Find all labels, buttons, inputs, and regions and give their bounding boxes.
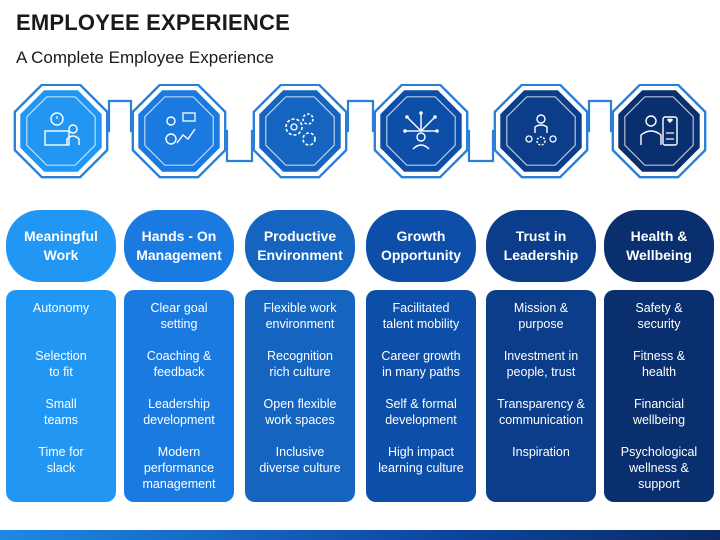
list-item: Career growth in many paths xyxy=(381,349,461,379)
list-item: Safety & security xyxy=(635,301,683,331)
octagon-inner-ring xyxy=(265,96,335,166)
list-item: Financial wellbeing xyxy=(632,397,686,427)
page-subtitle: A Complete Employee Experience xyxy=(16,48,274,67)
octagon-inner-ring xyxy=(26,96,96,166)
connector-line xyxy=(107,99,133,133)
list-item: Self & formal development xyxy=(385,397,457,427)
management-chart-icon xyxy=(165,112,196,145)
list-item: High impact learning culture xyxy=(378,445,464,475)
list-item: Small teams xyxy=(43,397,79,427)
list-item: Clear goal setting xyxy=(150,301,208,331)
team-leader-icon xyxy=(525,114,557,146)
column-heading: Hands - On Management xyxy=(124,210,234,282)
list-item: Psychological wellness & support xyxy=(620,445,698,491)
list-item: Transparency & communication xyxy=(497,397,585,427)
octagon-fill xyxy=(500,90,582,172)
connector-line xyxy=(467,129,495,163)
list-item: Inspiration xyxy=(512,445,570,459)
health-worker-icon xyxy=(640,115,678,146)
connector-line xyxy=(225,129,254,163)
list-item: Coaching & feedback xyxy=(146,349,212,379)
octagon-fill xyxy=(259,90,341,172)
octagon-inner-ring xyxy=(506,96,576,166)
column-heading: Productive Environment xyxy=(245,210,355,282)
list-item: Flexible work environment xyxy=(263,301,337,331)
column-heading: Trust in Leadership xyxy=(486,210,596,282)
list-item: Fitness & health xyxy=(632,349,686,379)
list-item: Modern performance management xyxy=(142,445,216,491)
list-item: Time for slack xyxy=(38,445,84,475)
column-heading: Health & Wellbeing xyxy=(604,210,714,282)
octagon-chain xyxy=(13,84,707,179)
octagon-fill xyxy=(138,90,220,172)
list-item: Investment in people, trust xyxy=(503,349,579,379)
list-item: Open flexible work spaces xyxy=(263,397,337,427)
column-heading: Growth Opportunity xyxy=(366,210,476,282)
list-item: Leadership development xyxy=(143,397,215,427)
octagon-inner-ring xyxy=(624,96,694,166)
desk-worker-icon xyxy=(44,112,80,146)
list-item: Selection to fit xyxy=(35,349,87,379)
growth-arrows-icon xyxy=(403,111,439,150)
connector-line xyxy=(587,99,613,133)
list-item: Mission & purpose xyxy=(513,301,569,331)
octagon-inner-ring xyxy=(386,96,456,166)
page-title: EMPLOYEE EXPERIENCE xyxy=(16,10,290,35)
gears-icon xyxy=(285,113,316,146)
octagon-inner-ring xyxy=(144,96,214,166)
list-item: Facilitated talent mobility xyxy=(382,301,460,331)
list-item: Recognition rich culture xyxy=(266,349,333,379)
list-item: Autonomy xyxy=(32,301,90,315)
column-heading: Meaningful Work xyxy=(6,210,116,282)
octagon-fill xyxy=(618,90,700,172)
bottom-bar xyxy=(0,530,720,540)
list-item: Inclusive diverse culture xyxy=(259,445,341,475)
connector-line xyxy=(346,99,375,133)
